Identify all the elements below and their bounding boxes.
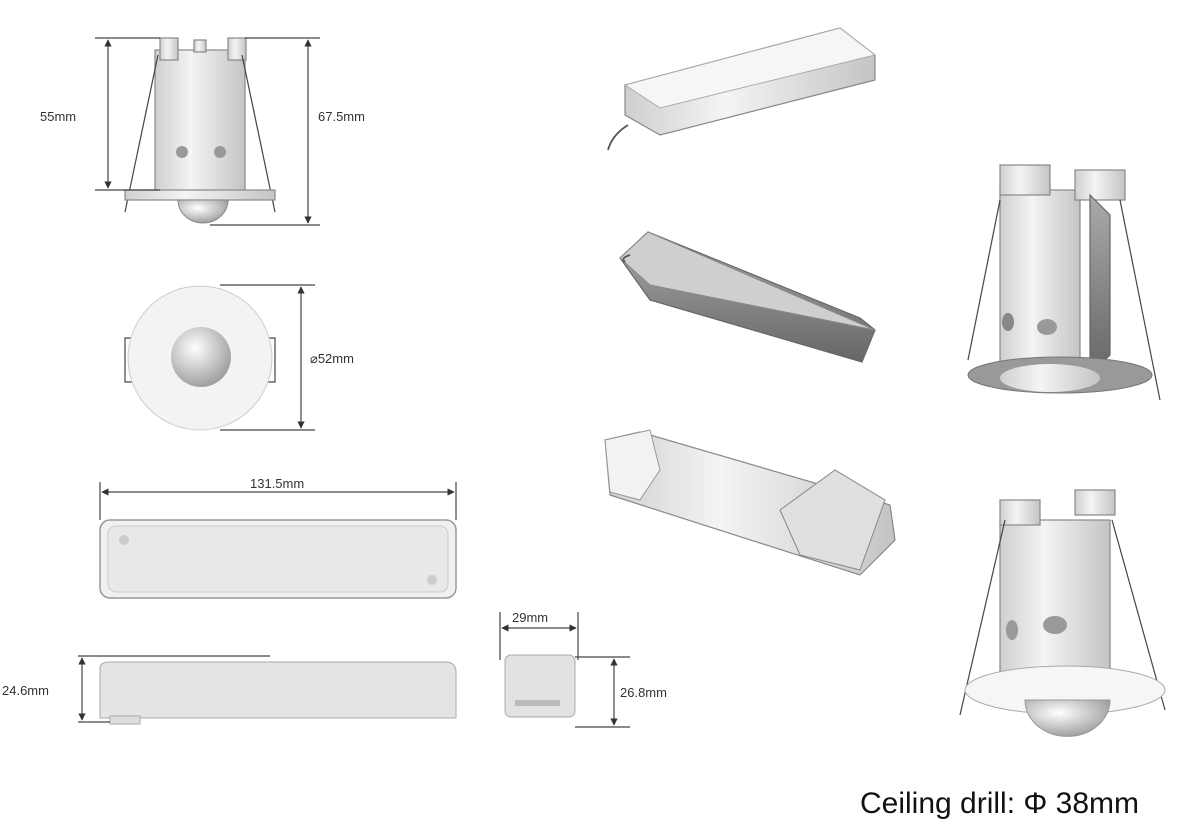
driver-top-view: 131.5mm xyxy=(99,476,457,599)
driver-3d-view-top xyxy=(607,27,877,151)
ceiling-drill-caption: Ceiling drill: Φ 38mm xyxy=(860,787,1139,820)
dim-131-5mm: 131.5mm xyxy=(250,476,304,491)
driver-3d-view-bottom xyxy=(619,231,876,363)
sensor-side-view: 55mm 67.5mm xyxy=(40,37,365,226)
dim-67-5mm: 67.5mm xyxy=(318,109,365,124)
driver-side-view: 24.6mm xyxy=(2,655,457,725)
dim-29mm: 29mm xyxy=(512,610,548,625)
sensor-3d-view-1 xyxy=(967,164,1161,401)
driver-end-view: 29mm 26.8mm xyxy=(499,610,667,728)
dim-diameter-52mm: ⌀52mm xyxy=(310,351,354,366)
dim-55mm: 55mm xyxy=(40,109,76,124)
sensor-3d-view-2 xyxy=(959,489,1166,737)
dim-26-8mm: 26.8mm xyxy=(620,685,667,700)
driver-3d-view-open xyxy=(604,429,896,576)
dim-24-6mm: 24.6mm xyxy=(2,683,49,698)
sensor-top-view: ⌀52mm xyxy=(124,284,354,431)
